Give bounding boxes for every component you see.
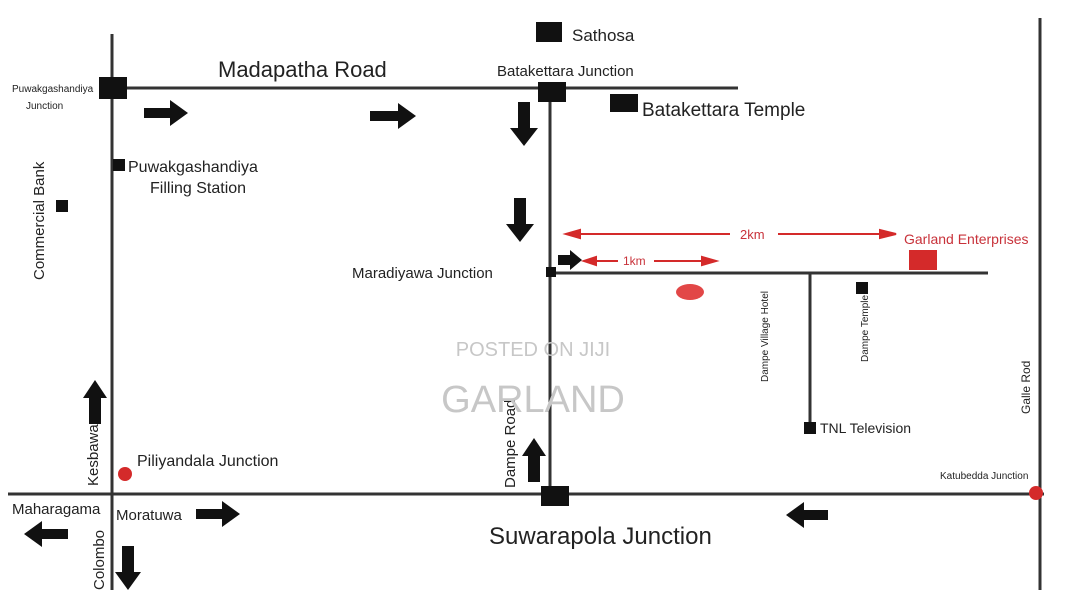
madiyawa-junction-label: Maradiyawa Junction [352, 265, 493, 282]
puwakgashandiya-junction-marker [99, 77, 127, 99]
red-arrowhead-right-icon [879, 228, 897, 240]
distance-indicators [562, 228, 897, 267]
arrow-left-icon [24, 521, 68, 547]
sathosa-label: Sathosa [572, 26, 635, 45]
markers-layer [56, 22, 868, 506]
suwarapola-junction-marker [541, 486, 569, 506]
direction-arrows [24, 100, 828, 590]
arrow-right-icon [370, 103, 416, 129]
maharagama-label: Maharagama [12, 501, 101, 518]
batakettara-temple-label: Batakettara Temple [642, 100, 805, 121]
dampe-road-label: Dampe Road [502, 400, 519, 488]
puwakgashandiya-junction-label-2: Junction [26, 101, 63, 112]
galle-road-label: Galle Rod [1019, 361, 1033, 414]
batakettara-junction-label: Batakettara Junction [497, 63, 634, 80]
red-arrowhead-left-icon [562, 228, 581, 240]
arrow-up-icon [83, 380, 107, 424]
piliyandala-junction-marker [118, 467, 132, 481]
filling-station-marker [113, 159, 125, 171]
piliyandala-junction-label: Piliyandala Junction [137, 453, 278, 470]
red-arrowhead-right-icon [701, 255, 720, 267]
tnl-television-marker [804, 422, 816, 434]
commercial-bank-marker [56, 200, 68, 212]
dampe-temple-label: Dampe Temple [860, 294, 871, 362]
dampe-village-hotel-label: Dampe Village Hotel [760, 291, 771, 382]
batakettara-temple-marker [610, 94, 638, 112]
dampe-temple-marker [856, 282, 868, 294]
arrow-right-icon [558, 250, 582, 270]
moratuwa-label: Moratuwa [116, 507, 183, 524]
two-km-label: 2km [740, 227, 765, 242]
katubedda-junction-label: Katubedda Junction [940, 471, 1028, 482]
katubedda-junction-marker [1029, 486, 1043, 500]
arrow-down-icon [506, 198, 534, 242]
commercial-bank-label: Commercial Bank [31, 161, 48, 280]
one-km-label: 1km [623, 254, 646, 268]
batakettara-junction-marker [538, 82, 566, 102]
arrow-down-icon [510, 102, 538, 146]
colombo-label: Colombo [91, 530, 108, 590]
arrow-left-icon [786, 502, 828, 528]
sathosa-marker [536, 22, 562, 42]
arrow-right-icon [144, 100, 188, 126]
arrow-right-icon [196, 501, 240, 527]
puwakgashandiya-junction-label-1: Puwakgashandiya [12, 84, 94, 95]
suwarapola-junction-label: Suwarapola Junction [489, 523, 712, 550]
kesbawa-label: Kesbawa [85, 424, 102, 486]
arrow-up-icon [522, 438, 546, 482]
madiyawa-junction-marker [546, 267, 556, 277]
filling-station-label-1: Puwakgashandiya [128, 159, 258, 176]
filling-station-label-2: Filling Station [150, 180, 246, 197]
tnl-television-label: TNL Television [820, 420, 911, 436]
posted-watermark: POSTED ON JIJI [456, 339, 610, 361]
madapatha-road-label: Madapatha Road [218, 57, 387, 82]
blurred-location-blob [676, 284, 704, 300]
garland-enterprises-marker [909, 250, 937, 270]
red-arrowhead-left-icon [580, 255, 597, 267]
brand-watermark: GARLAND [441, 379, 625, 421]
arrow-down-icon [115, 546, 141, 590]
roads-layer [8, 18, 1044, 590]
garland-enterprises-label: Garland Enterprises [904, 231, 1029, 247]
